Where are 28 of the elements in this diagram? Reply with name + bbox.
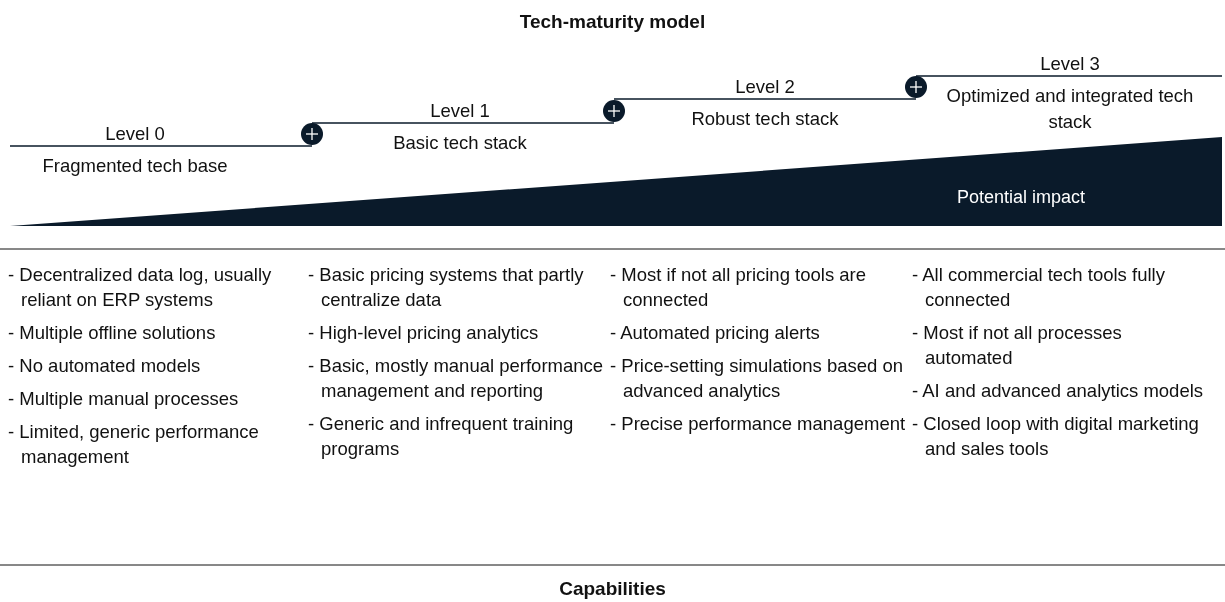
section-heading: Capabilities xyxy=(559,577,666,601)
capability-item: - Most if not all pricing tools are connected xyxy=(610,263,868,312)
level-label: Level 3 xyxy=(1040,52,1100,76)
diagram-title: Tech-maturity model xyxy=(519,10,706,34)
capability-item: - High-level pricing analytics xyxy=(308,321,540,345)
capability-item: - Multiple offline solutions xyxy=(8,321,217,345)
capability-item: - Generic and infrequent training programs xyxy=(308,412,575,461)
capability-item: - Multiple manual processes xyxy=(8,387,240,411)
capability-item: - AI and advanced analytics models xyxy=(912,379,1205,403)
level-description: Fragmented tech base xyxy=(41,154,229,178)
capability-item: - Basic pricing systems that partly centralize data xyxy=(308,263,585,312)
capability-item: - Automated pricing alerts xyxy=(610,321,821,345)
level-description: Basic tech stack xyxy=(392,131,528,155)
level-description: Robust tech stack xyxy=(690,107,840,131)
capability-item: - Most if not all processes automated xyxy=(912,321,1123,370)
level-label: Level 1 xyxy=(430,99,490,123)
capability-item: - Precise performance management xyxy=(610,412,907,436)
level-label: Level 2 xyxy=(735,75,795,99)
level-description: Optimized and integrated tech stack xyxy=(945,84,1195,134)
wedge-label: Potential impact xyxy=(957,186,1086,209)
capability-item: - Limited, generic performance management xyxy=(8,420,260,469)
capability-item: - All commercial tech tools fully connected xyxy=(912,263,1166,312)
capability-item: - Closed loop with digital marketing and sales tools xyxy=(912,412,1200,461)
level-label: Level 0 xyxy=(105,122,165,146)
capability-item: - Price-setting simulations based on advanced analytics xyxy=(610,354,905,403)
capability-item: - Decentralized data log, usually reliant on ERP systems xyxy=(8,263,273,312)
capability-item: - No automated models xyxy=(8,354,202,378)
capability-item: - Basic, mostly manual performance management and reporting xyxy=(308,354,605,403)
